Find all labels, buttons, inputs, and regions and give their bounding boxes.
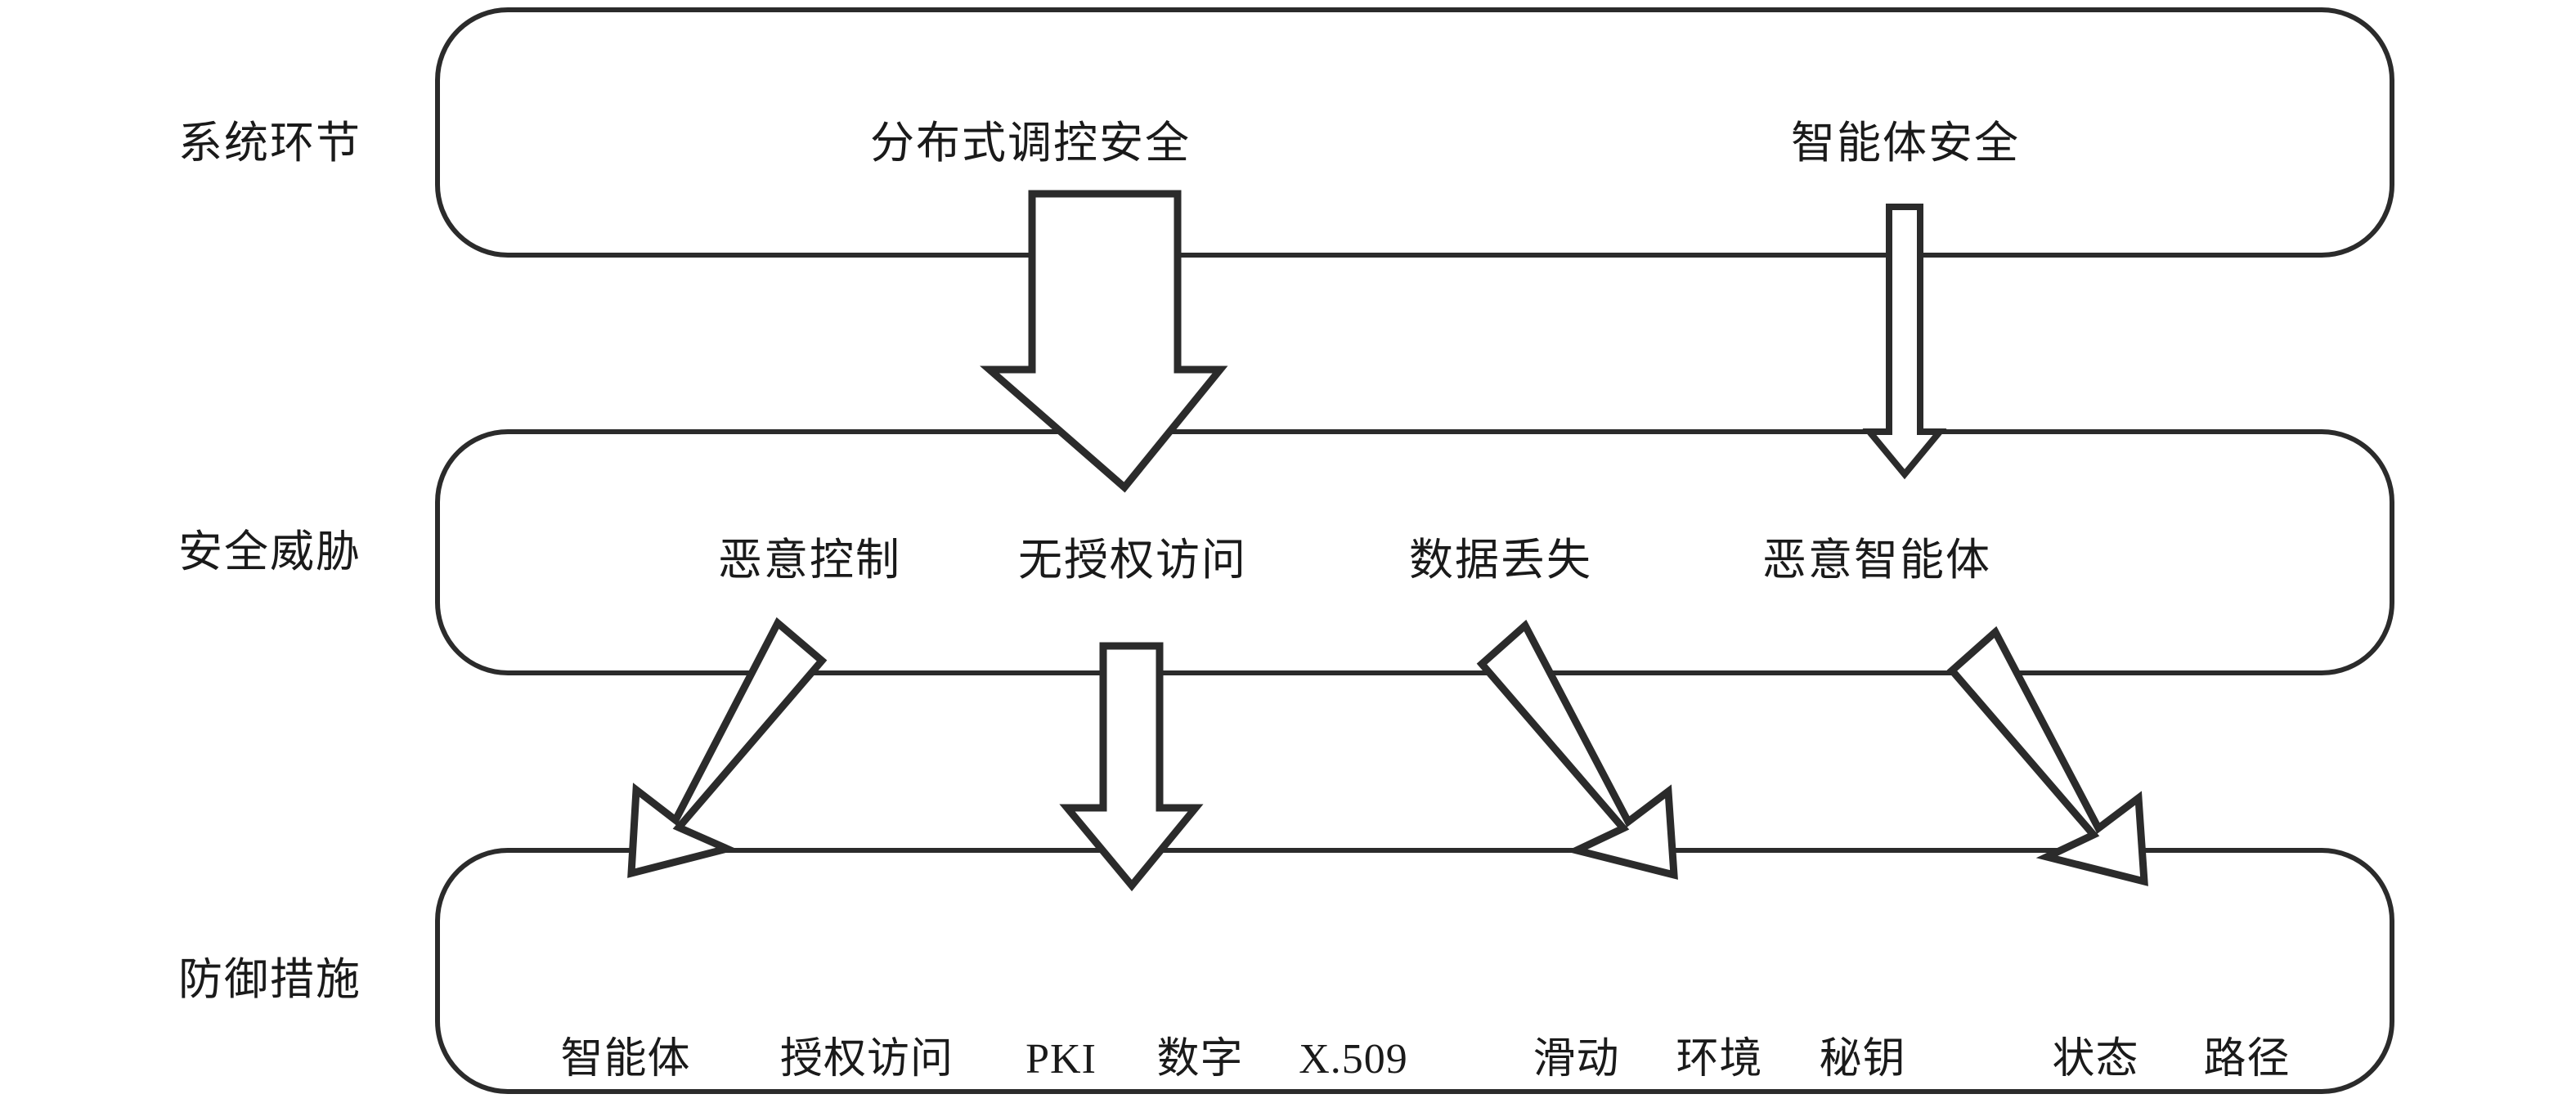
arrow-unauthorized-access-to-pki-icon xyxy=(1059,642,1204,892)
row-label-security-threats: 安全威胁 xyxy=(178,527,361,576)
measure-line-1: 智能体 xyxy=(560,1035,691,1083)
measure-line-1: 滑动 xyxy=(1533,1035,1620,1083)
band-item-distributed-control-security: 分布式调控安全 xyxy=(870,119,1191,168)
measure-line-1: 秘钥 xyxy=(1819,1035,1906,1083)
band-security-threats xyxy=(435,429,2394,675)
row-label-defense-measures: 防御措施 xyxy=(178,955,361,1004)
measure-item-x509-certificate: X.509 证书 xyxy=(1276,930,1431,1112)
measure-line-1: 环境 xyxy=(1676,1035,1763,1083)
band-defense-measures xyxy=(435,848,2394,1094)
measure-line-1: 授权访问 xyxy=(779,1035,954,1083)
measure-item-state-assessment: 状态 评估 xyxy=(2028,930,2163,1112)
measure-item-path-tracking: 路径 跟踪 xyxy=(2179,930,2314,1112)
arrow-malicious-control-to-middleware-icon xyxy=(627,617,828,878)
arrow-distributed-to-threats-icon xyxy=(980,190,1228,493)
band-item-malicious-agent: 恶意智能体 xyxy=(1762,536,1991,585)
measure-item-pki-method: PKI 方法 xyxy=(994,930,1129,1112)
band-item-malicious-control: 恶意控制 xyxy=(718,536,901,585)
measure-item-digital-signature: 数字 签名 xyxy=(1133,930,1268,1112)
measure-item-agent-middleware: 智能体 中间件 xyxy=(523,930,728,1112)
row-label-system-links: 系统环节 xyxy=(178,119,361,168)
measure-line-1: 路径 xyxy=(2203,1035,2291,1083)
measure-line-1: X.509 xyxy=(1299,1035,1408,1083)
measure-line-1: PKI xyxy=(1025,1035,1097,1083)
band-item-unauthorized-access: 无授权访问 xyxy=(1018,536,1247,585)
measure-item-environment-key: 环境 密钥 xyxy=(1652,930,1787,1112)
arrow-data-loss-to-encryption-icon xyxy=(1476,619,1678,880)
band-system-links xyxy=(435,7,2394,258)
arrow-agent-security-to-malicious-agent-icon xyxy=(1862,204,1947,480)
measure-item-secret-key-encryption: 秘钥 加密 xyxy=(1795,930,1930,1112)
band-item-agent-security: 智能体安全 xyxy=(1791,119,2020,168)
measure-line-1: 数字 xyxy=(1156,1035,1244,1083)
arrow-malicious-agent-to-state-icon xyxy=(1946,626,2148,886)
band-item-data-loss: 数据丢失 xyxy=(1409,536,1592,585)
measure-line-1: 状态 xyxy=(2052,1035,2139,1083)
measure-item-authorized-access-control: 授权访问 控制 xyxy=(761,930,973,1112)
measure-item-sliding-encryption: 滑动 加密 xyxy=(1509,930,1644,1112)
